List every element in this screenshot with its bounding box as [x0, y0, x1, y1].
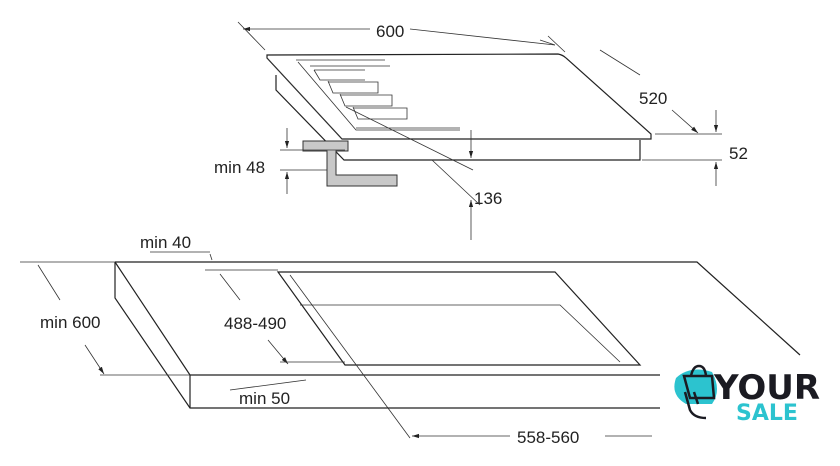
- dimension-lines-hob: [238, 22, 722, 240]
- dim-min-back: min 40: [140, 233, 191, 252]
- logo-word-your: YOUR: [713, 368, 820, 408]
- logo-word-sale: SALE: [736, 401, 798, 426]
- dim-min-counter-depth: min 600: [40, 313, 100, 332]
- dim-depth-under: 136: [474, 189, 502, 208]
- dimension-lines-counter: [20, 251, 652, 439]
- dim-cutout-width: 558-560: [517, 428, 579, 447]
- dim-width-top: 600: [376, 22, 404, 41]
- yoursale-logo: YOUR SALE: [674, 364, 820, 426]
- dim-height-top: 52: [729, 144, 748, 163]
- hob-drawing: [266, 53, 652, 171]
- dim-min-front: min 50: [239, 389, 290, 408]
- dim-min-clearance: min 48: [214, 158, 265, 177]
- mounting-bracket: [302, 140, 398, 187]
- dim-cutout-depth: 488-490: [224, 314, 286, 333]
- dim-depth-top: 520: [639, 89, 667, 108]
